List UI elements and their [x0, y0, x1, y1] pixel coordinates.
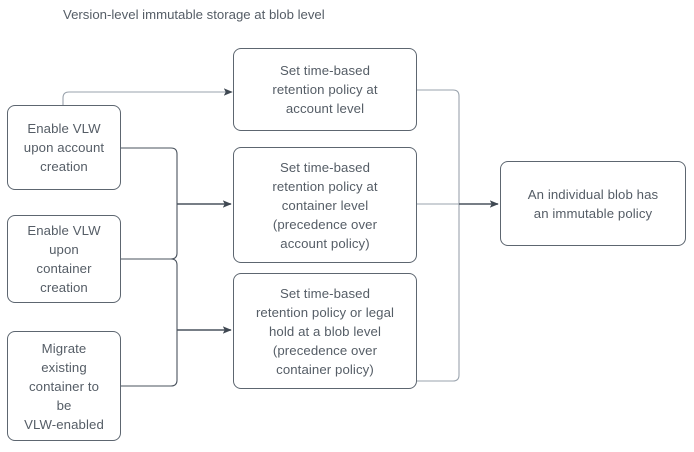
node-label: Set time-based retention policy or legal… — [255, 285, 395, 377]
node-label: Enable VLW upon account creation — [23, 121, 105, 174]
node-retention-blob-level[interactable]: Set time-based retention policy or legal… — [233, 273, 417, 389]
edge-account-to-container-policy — [121, 147, 178, 204]
node-retention-container-level[interactable]: Set time-based retention policy at conta… — [233, 147, 417, 263]
edge-container-to-container-policy — [121, 204, 178, 260]
node-retention-account-level[interactable]: Set time-based retention policy at accou… — [233, 48, 417, 131]
edge-account-to-account-policy — [62, 88, 233, 105]
node-label: An individual blob has an immutable poli… — [527, 186, 659, 221]
node-label: Set time-based retention policy at accou… — [272, 63, 378, 116]
node-enable-vlw-account[interactable]: Enable VLW upon account creation — [7, 105, 121, 190]
edge-account-policy-to-blob — [417, 89, 460, 204]
node-migrate-existing-container[interactable]: Migrate existing container to be VLW-ena… — [7, 331, 121, 441]
node-individual-blob-immutable[interactable]: An individual blob has an immutable poli… — [500, 161, 686, 246]
node-label: Enable VLW upon container creation — [27, 223, 101, 295]
edge-migrate-to-blob-policy — [121, 330, 178, 387]
node-label: Migrate existing container to be VLW-ena… — [24, 340, 104, 432]
node-enable-vlw-container[interactable]: Enable VLW upon container creation — [7, 215, 121, 303]
edge-container-to-blob-policy — [121, 258, 178, 330]
diagram-title: Version-level immutable storage at blob … — [63, 7, 325, 22]
node-label: Set time-based retention policy at conta… — [272, 159, 378, 251]
edge-blob-policy-to-blob — [417, 204, 460, 382]
